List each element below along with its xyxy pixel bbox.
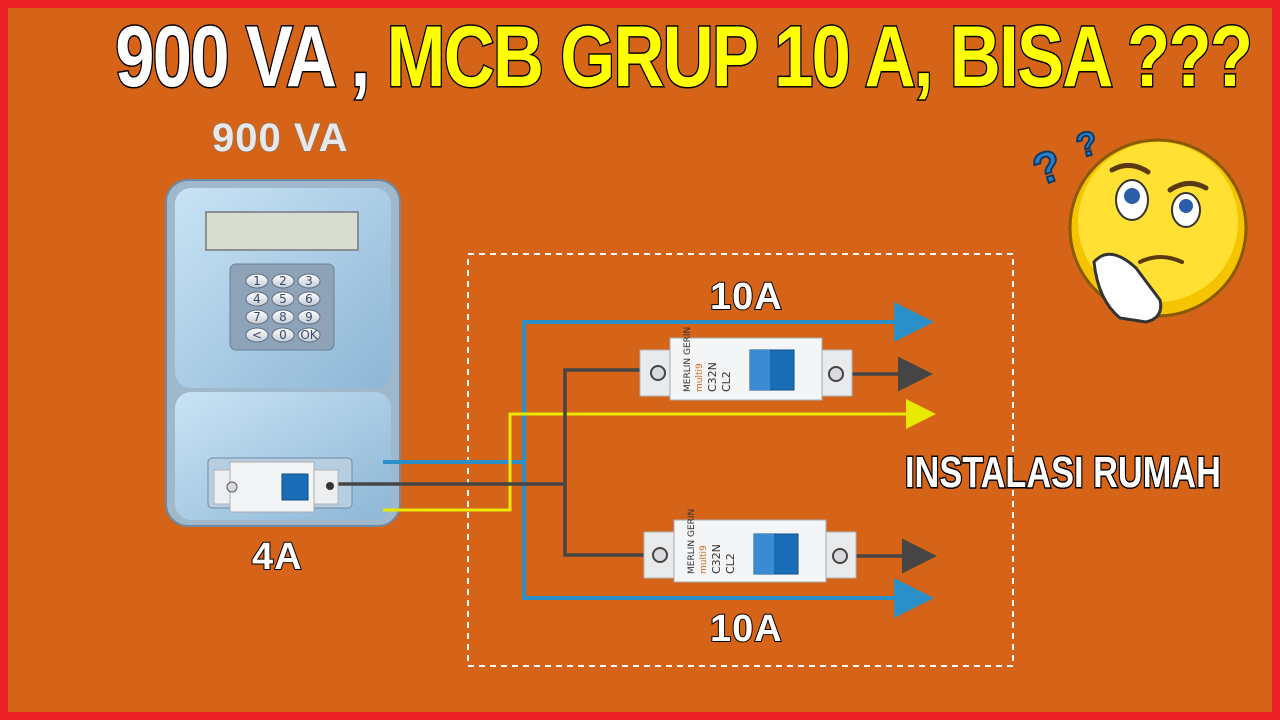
mcb-bottom-brand: MERLIN GERIN bbox=[687, 509, 697, 574]
thinking-emoji: ? ? bbox=[1026, 123, 1248, 324]
keypad-key-label: OK bbox=[300, 328, 318, 342]
instalasi-rumah-label: INSTALASI RUMAH bbox=[904, 447, 1222, 499]
mcb-group-bottom bbox=[643, 519, 857, 583]
hand-icon bbox=[1092, 252, 1163, 324]
keypad-key bbox=[271, 327, 295, 343]
mcb-main-4a bbox=[213, 461, 339, 513]
phase-wire-top bbox=[334, 368, 658, 486]
question-mark-icon: ? bbox=[1027, 140, 1069, 195]
keypad-key-label: 9 bbox=[305, 310, 313, 324]
meter-display bbox=[205, 211, 359, 251]
keypad-key-label: 2 bbox=[279, 274, 287, 288]
keypad-key-label: 0 bbox=[279, 328, 287, 342]
group-top-rating: 10A bbox=[709, 275, 783, 319]
keypad-key bbox=[245, 309, 269, 325]
question-mark-icon-small: ? bbox=[1072, 124, 1102, 166]
headline-part-1: 900 VA , bbox=[114, 9, 372, 105]
keypad-key bbox=[297, 273, 321, 289]
keypad-key-label: 8 bbox=[279, 310, 287, 324]
keypad-key bbox=[297, 309, 321, 325]
mcb-top-curve: CL2 bbox=[720, 371, 733, 392]
neutral-wire-top bbox=[383, 302, 934, 464]
phase-wire-bottom bbox=[563, 484, 658, 557]
mcb-bottom-model: multi9 bbox=[699, 545, 709, 574]
keypad-key-label: < bbox=[252, 328, 262, 342]
mcb-top-brand: MERLIN GERIN bbox=[683, 327, 693, 392]
keypad-key-label: 3 bbox=[305, 274, 313, 288]
wires bbox=[334, 302, 937, 618]
keypad-key-label: 4 bbox=[253, 292, 261, 306]
keypad-key bbox=[297, 291, 321, 307]
headline: 900 VA , MCB GRUP 10 A, BISA ??? bbox=[114, 13, 1254, 102]
keypad-key bbox=[245, 327, 269, 343]
keypad-key-label: 1 bbox=[253, 274, 261, 288]
mcb-bottom-type: C32N bbox=[710, 544, 723, 574]
main-mcb-rating: 4A bbox=[251, 535, 303, 579]
keypad-key-label: 7 bbox=[253, 310, 261, 324]
ground-wire bbox=[383, 399, 936, 512]
mcb-top-type: C32N bbox=[706, 362, 719, 392]
keypad-key bbox=[271, 273, 295, 289]
keypad-key-label: 5 bbox=[279, 292, 287, 306]
meter-va-label: 900 VA bbox=[211, 116, 349, 161]
keypad-key bbox=[245, 273, 269, 289]
neutral-wire-bottom bbox=[522, 462, 934, 618]
headline-part-2: MCB GRUP 10 A, BISA ??? bbox=[385, 9, 1254, 105]
group-bottom-rating: 10A bbox=[709, 607, 783, 651]
mcb-group-top bbox=[639, 337, 853, 401]
keypad-key-label: 6 bbox=[305, 292, 313, 306]
keypad-key bbox=[297, 327, 321, 343]
keypad-key bbox=[271, 291, 295, 307]
mcb-bottom-curve: CL2 bbox=[724, 553, 737, 574]
keypad-key bbox=[245, 291, 269, 307]
keypad-key bbox=[271, 309, 295, 325]
mcb-top-model: multi9 bbox=[695, 363, 705, 392]
